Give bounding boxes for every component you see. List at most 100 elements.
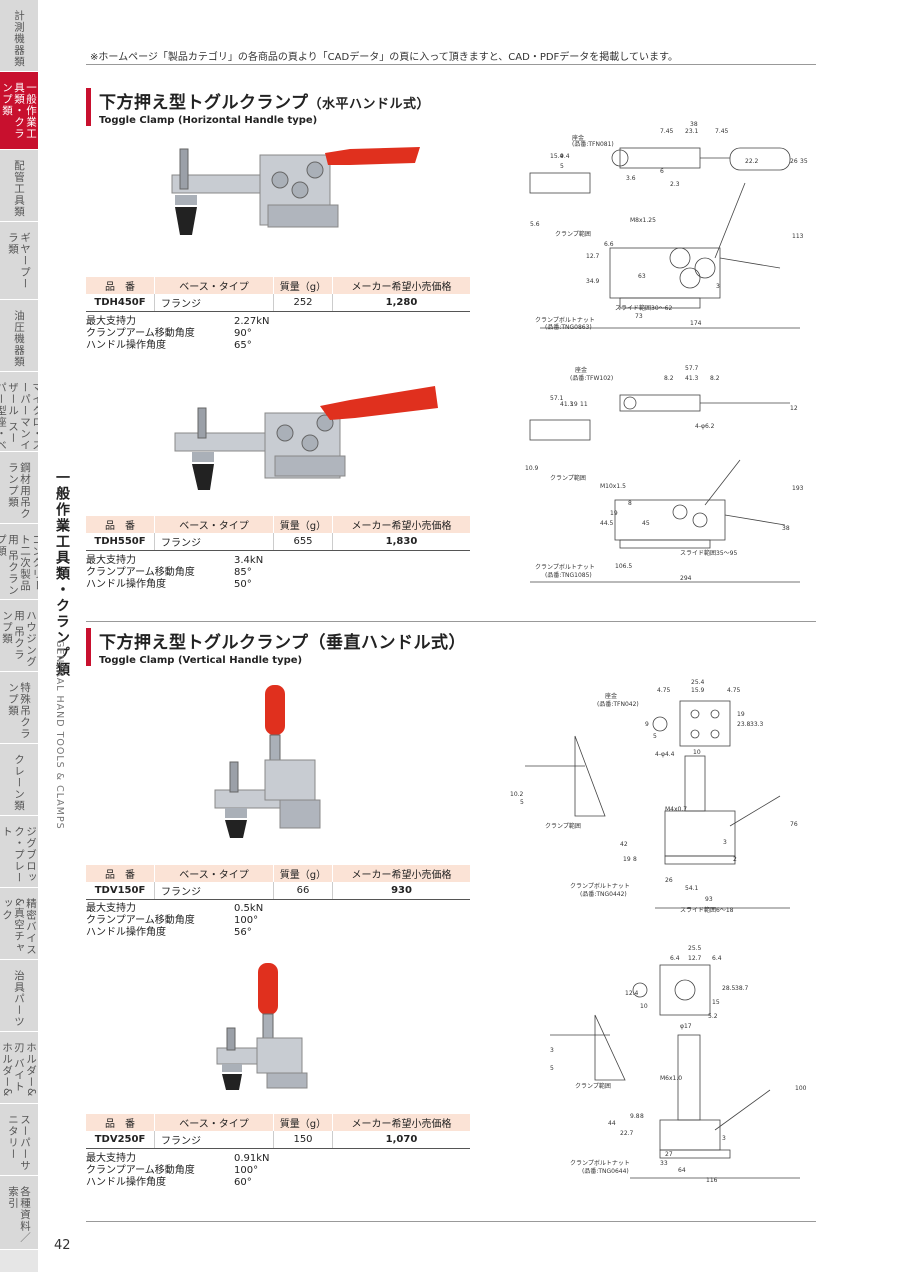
heading-horizontal-subtitle: Toggle Clamp (Horizontal Handle type) [99, 115, 318, 126]
sidebar-tab[interactable]: 各種資料／索引 [0, 1176, 38, 1250]
spec-label: クランプアーム移動角度 [86, 328, 195, 339]
sidebar-tab[interactable]: スーパーサニタリー [0, 1104, 38, 1176]
spec-label: 最大支持力 [86, 1153, 136, 1164]
sidebar-tab[interactable]: 配管工具類 [0, 150, 38, 222]
sidebar-tab-label: 油圧機器類 [13, 310, 25, 368]
drawing-tdh450f: 座金 (品番:TFN081) クランプ範囲 スライド範囲30～62 クランプボル… [529, 121, 808, 331]
sidebar-tab[interactable]: 鋼材用吊クランプ類 [0, 452, 38, 524]
header-base: ベース・タイプ [154, 1114, 274, 1131]
drawing-tdh450f-dim-7-45a: 7.45 [660, 128, 674, 135]
drawing-tdv150f-dim-5b: 5 [520, 799, 524, 806]
drawing-tdv150f-dim-25-4: 25.4 [691, 679, 705, 686]
sidebar-tab[interactable]: クレーン類 [0, 744, 38, 816]
cell-base: フランジ [154, 882, 274, 900]
drawing-tdv150f-dim-19b: 19 [623, 856, 631, 863]
drawing-tdh550f-dim-8-2b: 8.2 [710, 375, 720, 382]
spec-table-tdv250f: 品 番 ベース・タイプ 質量（g） メーカー希望小売価格 TDV250F フラン… [86, 1114, 470, 1149]
table-row: TDH450F フランジ 252 1,280 [86, 294, 470, 312]
drawing-tdh550f-dim-19: 19 [570, 401, 578, 408]
spec-value: 100° [234, 1165, 259, 1176]
drawing-tdh550f-dim-8: 8 [628, 500, 632, 507]
sidebar-tab[interactable]: 特殊吊クランプ類 [0, 672, 38, 744]
drawing-tdv150f-dim-15-9: 15.9 [691, 687, 705, 694]
drawing-tdh450f-label-clamp-range: クランプ範囲 [555, 230, 591, 238]
header-model: 品 番 [86, 1114, 155, 1131]
spec-value: 100° [234, 915, 259, 926]
sidebar-tab[interactable]: 計測機器類 [0, 0, 38, 72]
sidebar-tab-label: 治具パーツ [13, 970, 25, 1028]
drawing-tdh550f-label-nut: クランプボルトナット [535, 563, 595, 571]
drawing-tdh450f-label-slide: スライド範囲30～62 [615, 304, 672, 312]
drawing-tdv250f-dim-15: 15 [712, 999, 720, 1006]
drawing-tdh450f-label-nut-no: (品番:TNG0863) [545, 324, 592, 331]
header-base: ベース・タイプ [154, 516, 274, 533]
sidebar-tab[interactable]: ハウジング用 吊クランプ類 [0, 600, 38, 672]
drawing-tdh550f-label-slide: スライド範囲35～95 [680, 549, 737, 557]
drawing-tdv250f-dim-116: 116 [706, 1177, 718, 1184]
sidebar-tab-label: ギヤープーラ類 [7, 232, 31, 290]
section-rule [86, 621, 816, 622]
drawing-tdh550f-dim-41-3b: 41.3 [560, 401, 574, 408]
cell-base: フランジ [154, 533, 274, 551]
cell-price: 930 [332, 882, 470, 900]
drawing-tdh450f-label-washer: 座金 [572, 134, 584, 142]
sidebar-tab[interactable]: ジグブロック・プレート [0, 816, 38, 888]
cell-mass: 66 [273, 882, 333, 900]
drawing-tdh550f-dim-11: 11 [580, 401, 588, 408]
sidebar-tab[interactable]: 油圧機器類 [0, 300, 38, 372]
drawing-tdh450f-dim-6-6: 6.6 [604, 241, 614, 248]
drawing-tdh550f-label-washer: 座金 [575, 366, 587, 374]
cell-mass: 150 [273, 1131, 333, 1149]
drawing-tdv250f-dim-28-5: 28.5 [722, 985, 736, 992]
drawing-tdv250f-dim-33: 33 [660, 1160, 668, 1167]
drawing-tdv150f-dim-9: 9 [645, 721, 649, 728]
drawing-tdv150f-label-washer: 座金 [605, 692, 617, 700]
drawing-tdh450f-dim-6: 6 [660, 168, 664, 175]
drawing-tdv150f-label-nut: クランプボルトナット [570, 882, 630, 890]
header-model: 品 番 [86, 865, 155, 882]
sidebar-tab-label: スーパーサニタリー [7, 1114, 31, 1172]
drawing-tdh450f-dim-63: 63 [638, 273, 646, 280]
drawing-tdh450f-dim-9-4: 9.4 [560, 153, 570, 160]
drawing-tdh450f-dim-35: 35 [800, 158, 808, 165]
header-price: メーカー希望小売価格 [332, 277, 470, 294]
sidebar-tab[interactable]: ローレットホルダー&刃 バイトホルダー&バイト [0, 1032, 38, 1104]
header-price: メーカー希望小売価格 [332, 516, 470, 533]
sidebar-tab[interactable]: マイクロ・スーパーマンイザール スーパー型座・ベ [0, 372, 38, 452]
drawing-tdv250f-dim-8: 8 [640, 1113, 644, 1120]
drawing-tdv250f-dim-9-8: 9.8 [630, 1113, 640, 1120]
sidebar-tab[interactable]: ギヤープーラ類 [0, 222, 38, 300]
heading-vertical-subtitle: Toggle Clamp (Vertical Handle type) [99, 655, 303, 666]
drawing-tdh550f-dim-m10: M10x1.5 [600, 483, 626, 490]
sidebar-tab-label: 計測機器類 [13, 10, 25, 68]
sidebar-tab-label: 鋼材用吊クランプ類 [7, 462, 31, 520]
spec-value: 2.27kN [234, 316, 270, 327]
sidebar-tab[interactable]: 一般作業工具類・クランプ類 [0, 72, 38, 150]
drawing-tdv150f-dim-54-1: 54.1 [685, 885, 699, 892]
page-number: 42 [54, 1238, 71, 1253]
sidebar-tab-label: 特殊吊クランプ類 [7, 682, 31, 740]
sidebar-tab[interactable]: 治具パーツ [0, 960, 38, 1032]
sidebar-tab[interactable]: コンクリート二次製品用 吊クランプ類 [0, 524, 38, 600]
drawing-tdv150f-dim-10-2: 10.2 [510, 791, 524, 798]
header-base: ベース・タイプ [154, 277, 274, 294]
drawing-tdh450f-label-washer-no: (品番:TFN081) [572, 141, 614, 148]
drawing-tdh450f-dim-3: 3 [716, 283, 720, 290]
drawing-tdv250f-dim-38-7: 38.7 [735, 985, 749, 992]
drawing-tdv250f-dim-64: 64 [678, 1167, 686, 1174]
drawing-tdv250f-dim-12-7: 12.7 [688, 955, 702, 962]
cell-model: TDH550F [86, 533, 155, 551]
drawing-tdv150f-dim-10: 10 [693, 749, 701, 756]
drawing-tdv250f-label-nut: クランプボルトナット [570, 1159, 630, 1167]
spec-value: 50° [234, 579, 252, 590]
drawing-tdv150f-dim-42: 42 [620, 841, 628, 848]
drawing-tdh550f-dim-193: 193 [792, 485, 804, 492]
spec-value: 60° [234, 1177, 252, 1188]
spec-label: 最大支持力 [86, 903, 136, 914]
drawing-tdh550f-dim-38: 38 [782, 525, 790, 532]
sidebar-tab[interactable]: 精密バイス&真空チャック [0, 888, 38, 960]
spec-label: ハンドル操作角度 [86, 340, 166, 351]
drawing-tdv250f-dim-6-4b: 6.4 [712, 955, 722, 962]
